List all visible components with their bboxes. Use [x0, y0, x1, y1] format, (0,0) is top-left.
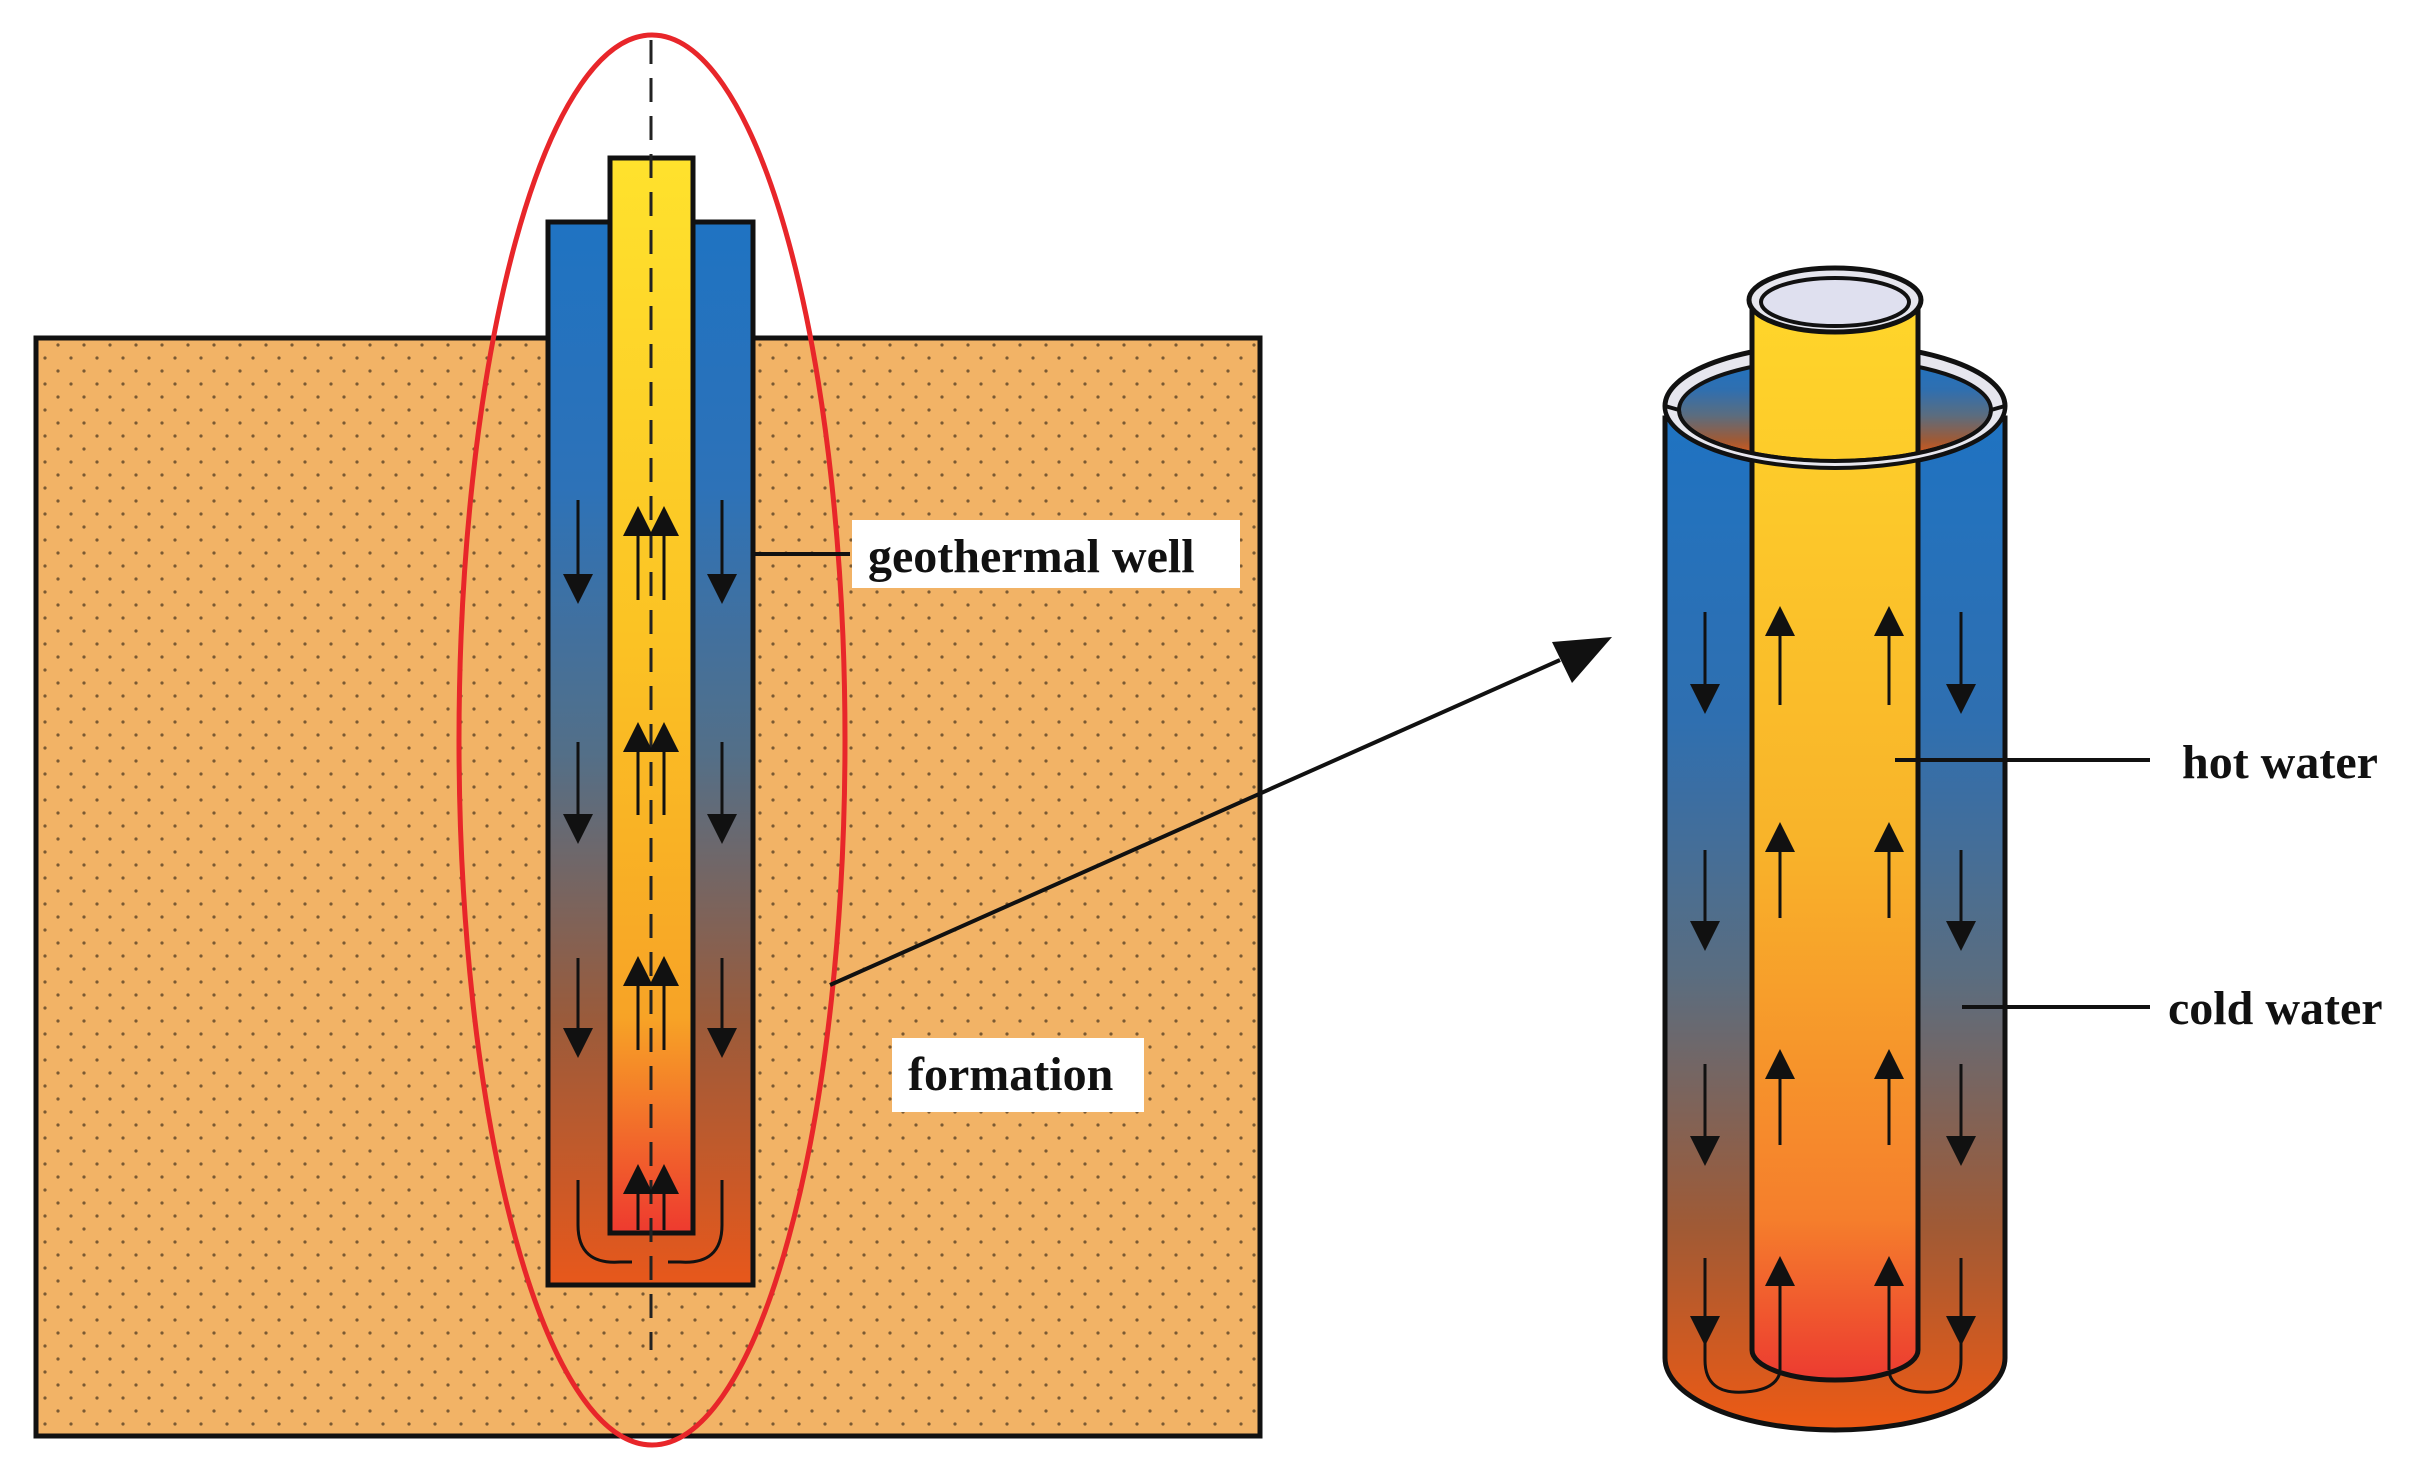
- formation-text: formation: [908, 1048, 1113, 1101]
- bottom-turn-curves: [576, 1180, 724, 1264]
- detail-bottom-curves: [1703, 1340, 1963, 1394]
- geothermal-well-label: geothermal well: [852, 520, 1240, 588]
- formation-label: formation: [892, 1038, 1144, 1112]
- hot-flow-arrows: [623, 506, 679, 1230]
- inner-pipe-body: [1749, 307, 1921, 1383]
- inner-pipe-opening: [1759, 276, 1911, 328]
- geothermal-well: [545, 40, 756, 1350]
- cold-water-label: cold water: [2168, 982, 2383, 1035]
- cold-flow-arrows: [563, 500, 737, 1058]
- pipe-detail: [1662, 265, 2008, 1433]
- hot-water-label: hot water: [2182, 736, 2378, 789]
- detail-hot-arrows: [1765, 606, 1904, 1370]
- outer-rim-front-band: [1662, 403, 2008, 470]
- arrow-icon: [829, 637, 1612, 987]
- highlight-ellipse: [456, 32, 848, 1448]
- geothermal-well-text: geothermal well: [868, 530, 1195, 583]
- detail-cold-arrows: [1690, 612, 1976, 1346]
